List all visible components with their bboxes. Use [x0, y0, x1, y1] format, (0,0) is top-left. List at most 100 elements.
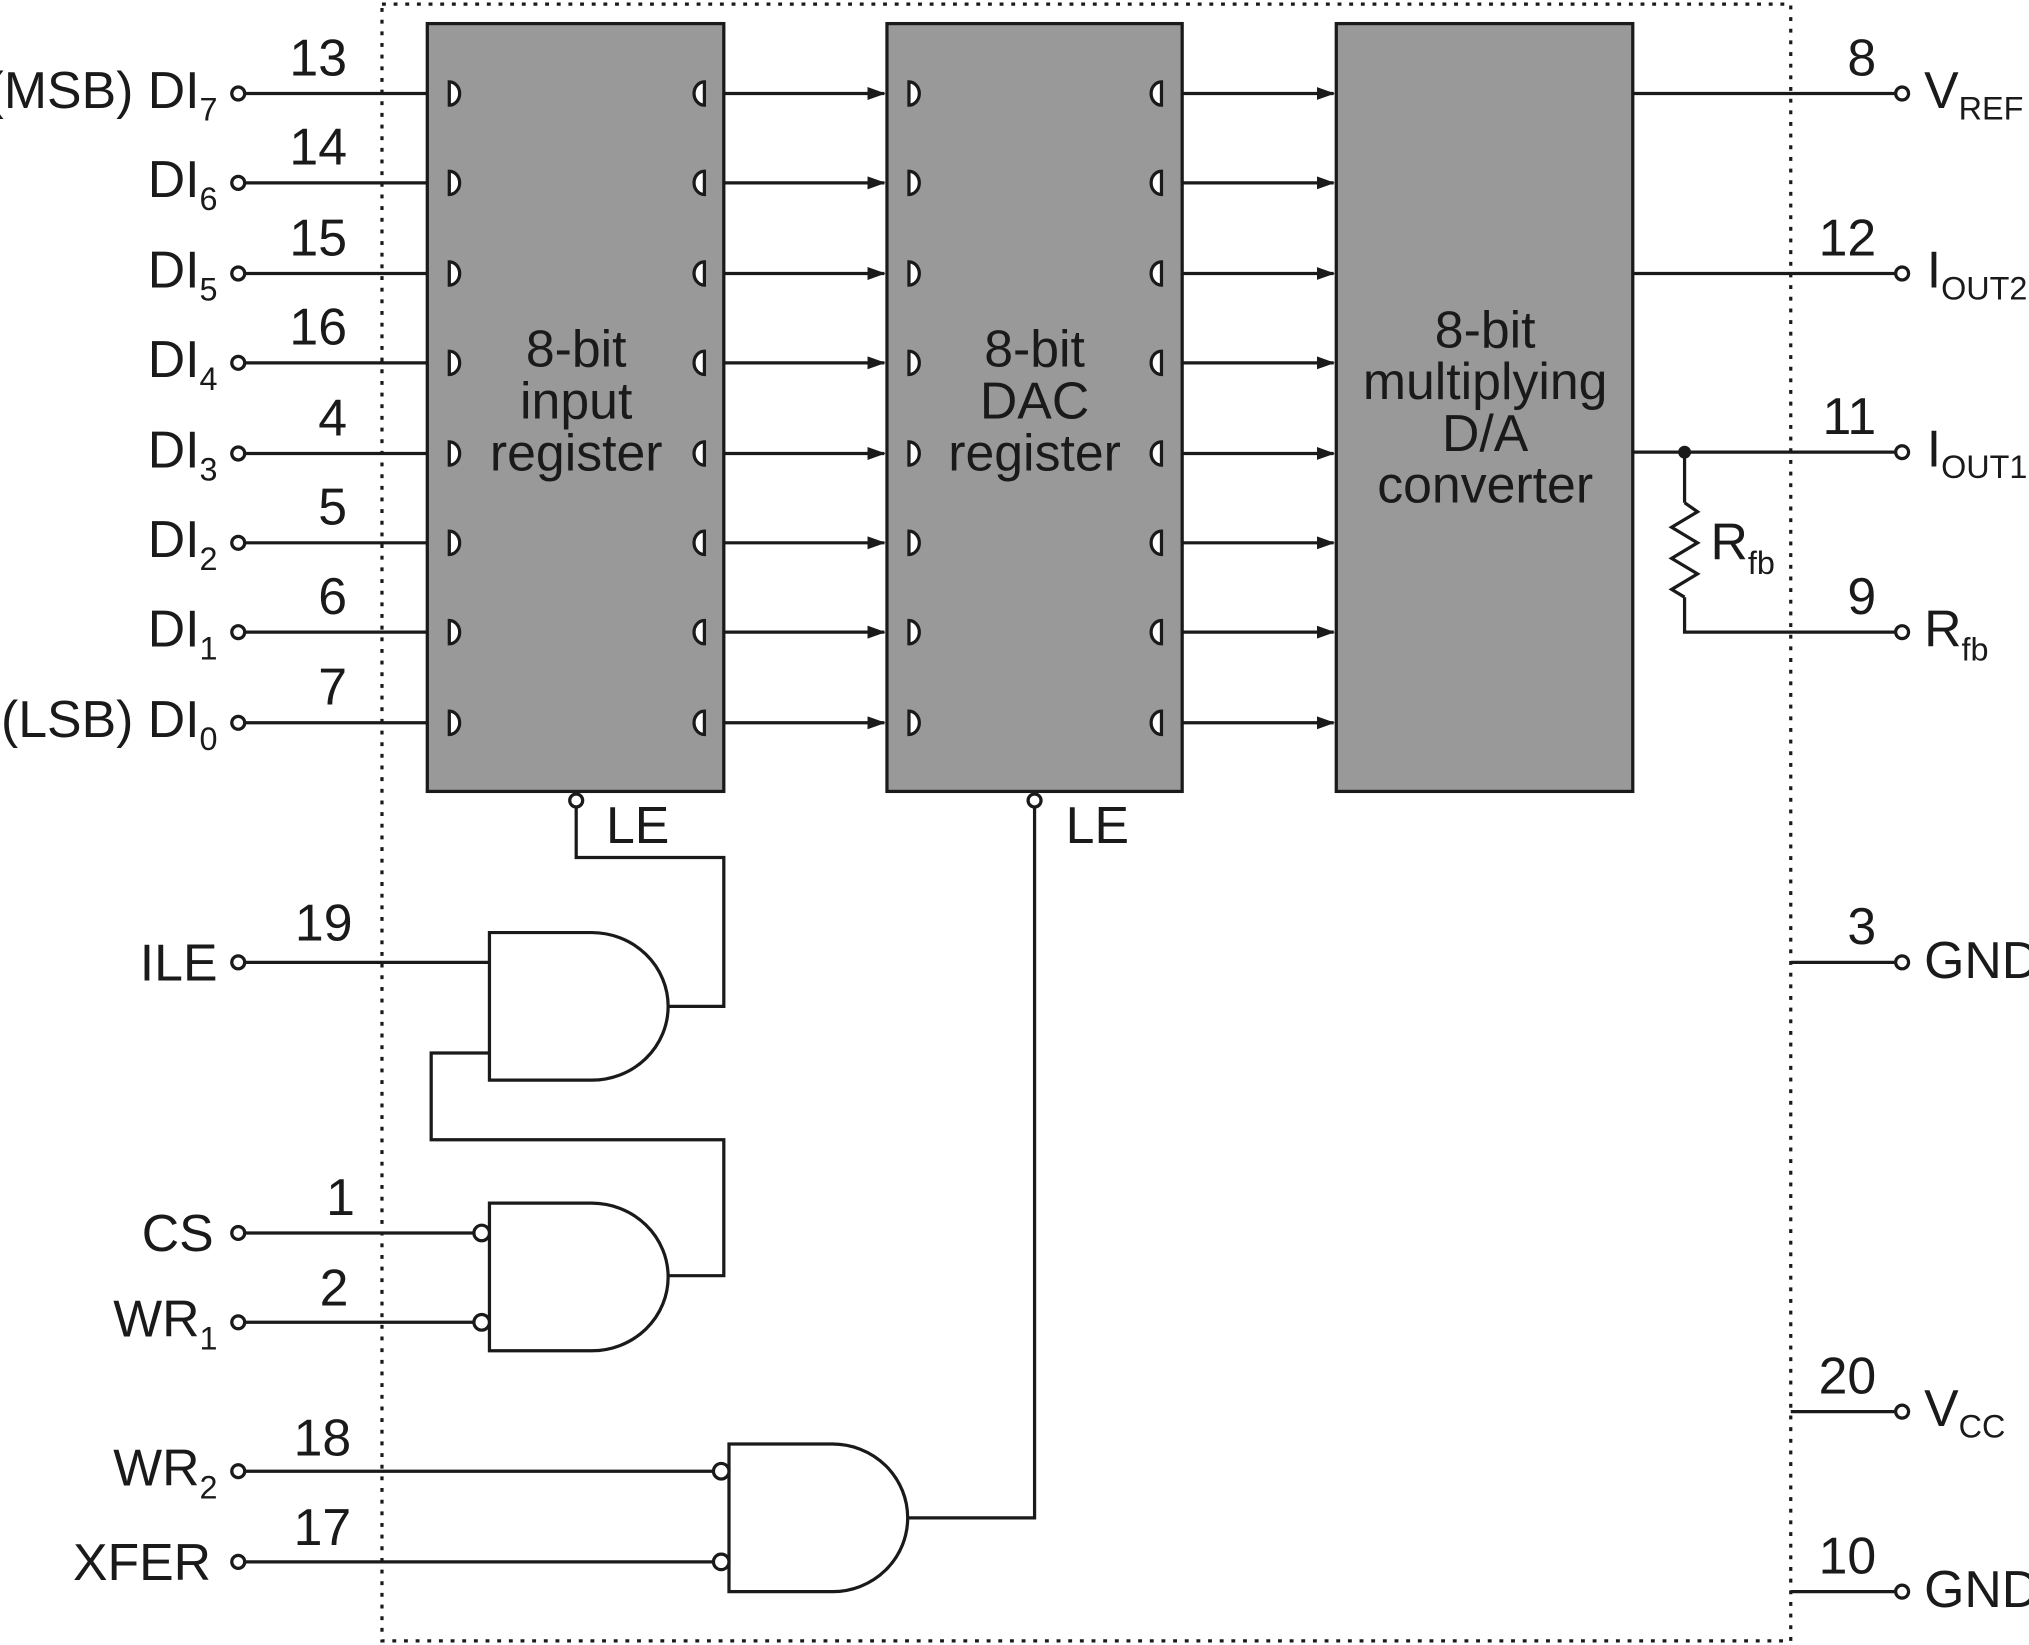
dac-register-block	[885, 21, 1184, 794]
di2-terminal	[230, 534, 247, 551]
wr1-label: WR1	[113, 1290, 217, 1357]
dac-register-d-latch-2	[907, 529, 921, 557]
dac-register-q-latch-4	[1149, 349, 1164, 377]
dac-register-d-latch-5	[907, 260, 921, 287]
wr1-terminal	[230, 1314, 247, 1331]
gnd-a-terminal	[1894, 954, 1911, 971]
input-register-q-latch-3	[692, 440, 707, 467]
dac-register-label-1: 8-bit	[984, 320, 1085, 378]
di6-pin-number: 14	[289, 118, 347, 176]
vref-pin-number: 8	[1847, 28, 1876, 86]
iout2-label: IOUT2	[1927, 241, 2028, 307]
iout1-terminal	[1894, 444, 1911, 461]
data-bit-rows: 13DI7(MSB)14DI615DI516DI44DI35DI26DI17DI…	[0, 28, 1335, 757]
iout1-junction-dot	[1678, 445, 1692, 459]
di0-label: DI0	[148, 690, 218, 757]
di6-terminal	[230, 174, 247, 191]
di2-label: DI2	[148, 510, 218, 577]
iout2-pin-number: 12	[1819, 208, 1877, 266]
converter-label-2: multiplying	[1363, 352, 1608, 410]
di7-label: DI7	[148, 61, 218, 128]
di7-pin-number: 13	[289, 28, 347, 86]
di1-label: DI1	[148, 599, 218, 666]
vcc-pin-number: 20	[1819, 1347, 1877, 1405]
rfb-label: Rfb	[1924, 599, 1988, 667]
input-register-d-latch-2	[447, 529, 462, 557]
dac-register-d-latch-1	[907, 618, 921, 646]
wr2-inversion-bubble	[711, 1461, 731, 1481]
input-register-le-bubble	[568, 792, 585, 809]
dac-register-q-latch-1	[1149, 618, 1164, 646]
converter-block	[1334, 21, 1635, 794]
input-register-d-latch-3	[447, 440, 462, 467]
xfer-pin-number: 17	[294, 1498, 352, 1556]
converter-label-3: D/A	[1442, 404, 1529, 462]
di1-pin-number: 6	[318, 567, 347, 625]
wr1-pin-number: 2	[320, 1258, 349, 1316]
and-gate-cs-wr1	[487, 1201, 670, 1353]
di1-terminal	[230, 624, 247, 641]
dac-register-d-latch-6	[907, 169, 921, 197]
di5-terminal	[230, 265, 247, 282]
iout1-label: IOUT1	[1927, 419, 2028, 485]
input-register-q-latch-0	[692, 709, 707, 737]
input-register-block	[425, 21, 726, 794]
vcc-label: VCC	[1924, 1379, 2005, 1445]
rfb-pin-number: 9	[1847, 567, 1876, 625]
input-register-d-latch-1	[447, 618, 462, 646]
vref-terminal	[1894, 85, 1911, 102]
dac-register-q-latch-0	[1149, 709, 1164, 737]
output-wiring	[1632, 91, 1895, 1594]
input-register-label-2: input	[520, 372, 632, 430]
dac-register-q-latch-5	[1149, 260, 1164, 287]
dac-register-d-latch-7	[907, 80, 921, 107]
cs-label: CS	[142, 1204, 214, 1262]
input-register-q-latch-4	[692, 349, 707, 377]
dac-register-d-latch-0	[907, 709, 921, 737]
input-register-d-latch-6	[447, 169, 462, 197]
di5-pin-number: 15	[289, 208, 347, 266]
di4-label: DI4	[148, 330, 218, 397]
dac-register-le-label: LE	[1066, 796, 1129, 854]
di3-pin-number: 4	[318, 388, 347, 446]
input-register-label-1: 8-bit	[526, 320, 627, 378]
dac-register-q-latch-7	[1149, 80, 1164, 107]
di2-pin-number: 5	[318, 478, 347, 536]
di4-pin-number: 16	[289, 298, 347, 356]
xfer-inversion-bubble	[711, 1552, 731, 1572]
input-register-q-latch-2	[692, 529, 707, 557]
wr1-inversion-bubble	[472, 1312, 492, 1332]
dac-register-d-latch-4	[907, 349, 921, 377]
vref-label: VREF	[1924, 61, 2023, 127]
iout2-terminal	[1894, 265, 1911, 282]
wr2-terminal	[230, 1463, 247, 1480]
ile-terminal	[230, 954, 247, 971]
xfer-label: XFER	[73, 1533, 211, 1591]
dac-register-d-latch-3	[907, 440, 921, 467]
input-register-q-latch-7	[692, 80, 707, 107]
dac-register-le-bubble	[1026, 792, 1043, 809]
gnd-b-terminal	[1894, 1583, 1911, 1600]
wr2-label: WR2	[113, 1438, 217, 1505]
control-wiring	[244, 806, 1037, 1564]
wr2-pin-number: 18	[294, 1409, 352, 1467]
input-register-d-latch-4	[447, 349, 462, 377]
input-register-d-latch-0	[447, 709, 462, 737]
converter-label-4: converter	[1377, 456, 1593, 514]
dac-register-label-2: DAC	[980, 372, 1089, 430]
di7-significance-label: (MSB)	[0, 61, 133, 119]
input-register-label-3: register	[490, 423, 663, 481]
cs-terminal	[230, 1224, 247, 1242]
feedback-resistor-label: Rfb	[1710, 513, 1774, 581]
and-gate-wr2-xfer	[727, 1442, 910, 1594]
dac-register-label-3: register	[948, 423, 1121, 481]
di3-label: DI3	[148, 421, 218, 488]
vcc-terminal	[1894, 1403, 1911, 1420]
di7-terminal	[230, 85, 247, 102]
di0-pin-number: 7	[318, 658, 347, 716]
input-register-q-latch-6	[692, 169, 707, 197]
dac-register-q-latch-6	[1149, 169, 1164, 197]
di6-label: DI6	[148, 150, 218, 217]
gnd-a-pin-number: 3	[1847, 897, 1876, 955]
